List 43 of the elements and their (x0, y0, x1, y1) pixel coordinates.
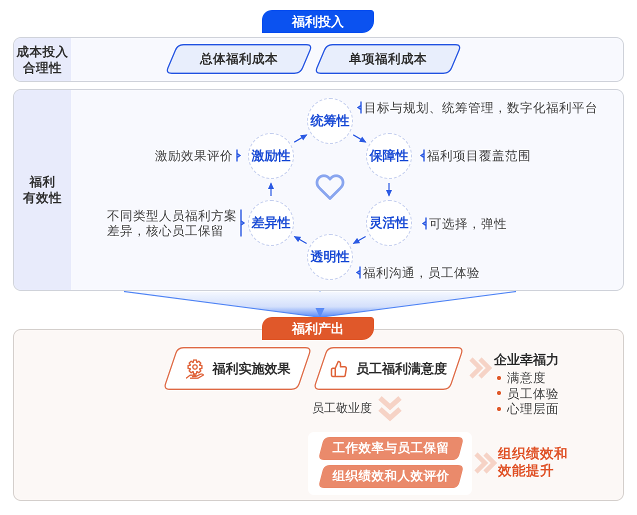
annotation-text: 福利沟通，员工体验 (363, 265, 480, 280)
concept-circle: 透明性 (307, 234, 353, 280)
chevron-arrow (474, 452, 498, 474)
arrow (294, 236, 307, 244)
arrow (386, 183, 392, 197)
arrow (352, 236, 366, 244)
annotation-text: 激励效果评价 (155, 148, 233, 163)
section-tab: 福利产出 (262, 317, 374, 340)
concept-circle: 统筹性 (307, 98, 353, 144)
list-item: 心理层面 (507, 401, 559, 416)
list-item: 满意度 (507, 370, 546, 385)
arrow (268, 182, 274, 196)
annotation-text: 目标与规划、统筹管理，数字化福利平台 (364, 100, 598, 115)
row-header: 成本投入合理性 (14, 38, 71, 81)
panel (13, 37, 624, 82)
panel (13, 89, 624, 291)
parallelogram-box: 单项福利成本 (314, 44, 462, 74)
arrow (294, 134, 308, 143)
list-item: 员工体验 (507, 386, 559, 400)
parallelogram-box: 总体福利成本 (165, 44, 313, 74)
parallelogram-box (163, 347, 312, 390)
concept-circle: 保障性 (366, 133, 412, 179)
label-text: 福利实施效果 (212, 360, 290, 378)
concept-circle: 激励性 (248, 133, 294, 179)
section-tab: 福利投入 (262, 10, 374, 33)
outcome-text: 组织绩效和效能提升 (498, 446, 572, 480)
concept-circle: 灵活性 (366, 200, 412, 246)
parallelogram-box (313, 347, 464, 390)
funnel-arrow (124, 290, 516, 317)
edge-label: 员工敬业度 (311, 401, 373, 416)
concept-circle: 差异性 (248, 200, 294, 246)
arrow (352, 134, 366, 143)
chevron-arrow (378, 396, 402, 422)
card (308, 432, 472, 495)
chevron-arrow (468, 356, 492, 380)
parallelogram-box: 工作效率与员工保留 (318, 437, 464, 460)
annotation-text: 可选择，弹性 (429, 216, 507, 231)
parallelogram-box: 组织绩效和人效评价 (318, 465, 464, 488)
annotation-text: 福利项目覆盖范围 (427, 148, 531, 163)
heading: 企业幸福力 (494, 353, 559, 369)
row-header: 福利有效性 (14, 90, 71, 290)
annotation-text: 不同类型人员福利方案差异，核心员工保留 (107, 208, 237, 238)
label-text: 员工福利满意度 (356, 360, 447, 378)
